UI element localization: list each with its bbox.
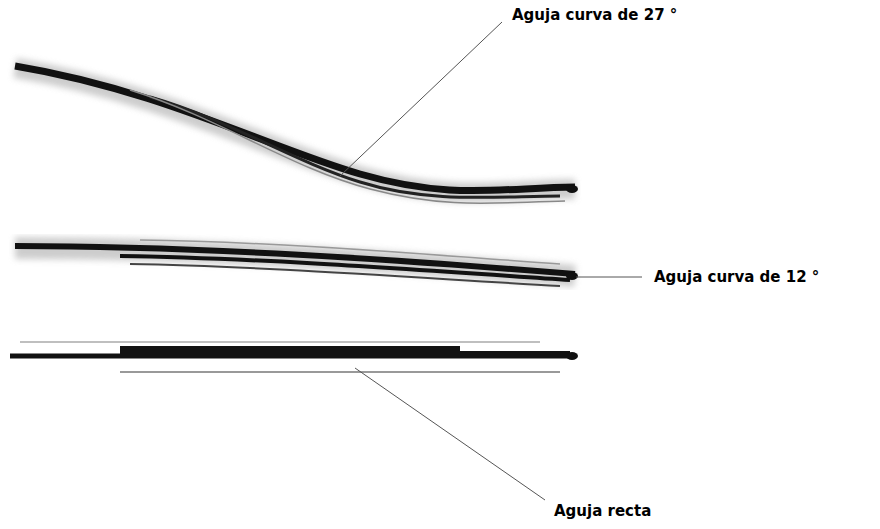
needle-label: Aguja curva de 12 ° — [652, 268, 821, 286]
leader-line — [355, 368, 545, 500]
leader-line — [576, 277, 642, 278]
curved-needle-12 — [15, 240, 578, 286]
straight-needle — [10, 342, 578, 372]
needle-label: Aguja curva de 27 ° — [510, 6, 679, 24]
curved-needle-27 — [15, 66, 578, 203]
leader-line — [340, 22, 502, 176]
needle-label: Aguja recta — [552, 502, 653, 520]
